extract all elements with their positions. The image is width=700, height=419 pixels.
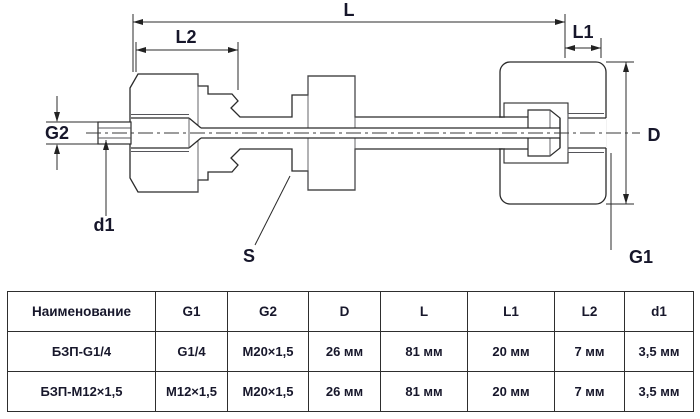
table-row: БЗП-G1/4 G1/4 М20×1,5 26 мм 81 мм 20 мм … — [7, 331, 694, 372]
cell-l1: 20 мм — [467, 371, 555, 412]
leader-line-S — [254, 175, 291, 246]
table-row: БЗП-М12×1,5 М12×1,5 М20×1,5 26 мм 81 мм … — [7, 371, 694, 412]
cell-l: 81 мм — [380, 371, 468, 412]
spec-table: Наименование G1 G2 D L L1 L2 d1 БЗП-G1/4… — [7, 291, 694, 412]
dim-label-D: D — [648, 125, 661, 145]
table-header-row: Наименование G1 G2 D L L1 L2 d1 — [7, 291, 694, 332]
dim-label-L2: L2 — [175, 27, 196, 47]
cell-d1: 3,5 мм — [624, 371, 694, 412]
header-l1: L1 — [467, 291, 555, 332]
dimension-annotations: L L2 L1 D G2 d1 — [45, 0, 661, 267]
dim-label-L1: L1 — [572, 22, 593, 42]
header-d: D — [308, 291, 381, 332]
header-name: Наименование — [7, 291, 156, 332]
cell-l: 81 мм — [380, 331, 468, 372]
dim-label-G2: G2 — [45, 123, 69, 143]
dim-label-S: S — [243, 246, 255, 266]
cell-g2: М20×1,5 — [227, 371, 309, 412]
header-g1: G1 — [155, 291, 228, 332]
cell-l1: 20 мм — [467, 331, 555, 372]
cell-d: 26 мм — [308, 371, 381, 412]
header-l2: L2 — [554, 291, 625, 332]
header-l: L — [380, 291, 468, 332]
cell-g2: М20×1,5 — [227, 331, 309, 372]
fitting-section-drawing: L L2 L1 D G2 d1 — [45, 0, 661, 267]
cell-g1: G1/4 — [155, 331, 228, 372]
cell-g1: М12×1,5 — [155, 371, 228, 412]
header-d1: d1 — [624, 291, 694, 332]
cell-l2: 7 мм — [554, 371, 625, 412]
cell-name: БЗП-М12×1,5 — [7, 371, 156, 412]
header-g2: G2 — [227, 291, 309, 332]
cell-d1: 3,5 мм — [624, 331, 694, 372]
dim-label-d1: d1 — [93, 215, 114, 235]
cell-l2: 7 мм — [554, 331, 625, 372]
cell-name: БЗП-G1/4 — [7, 331, 156, 372]
dim-label-L: L — [344, 0, 355, 20]
dim-label-G1: G1 — [629, 247, 653, 267]
cell-d: 26 мм — [308, 331, 381, 372]
